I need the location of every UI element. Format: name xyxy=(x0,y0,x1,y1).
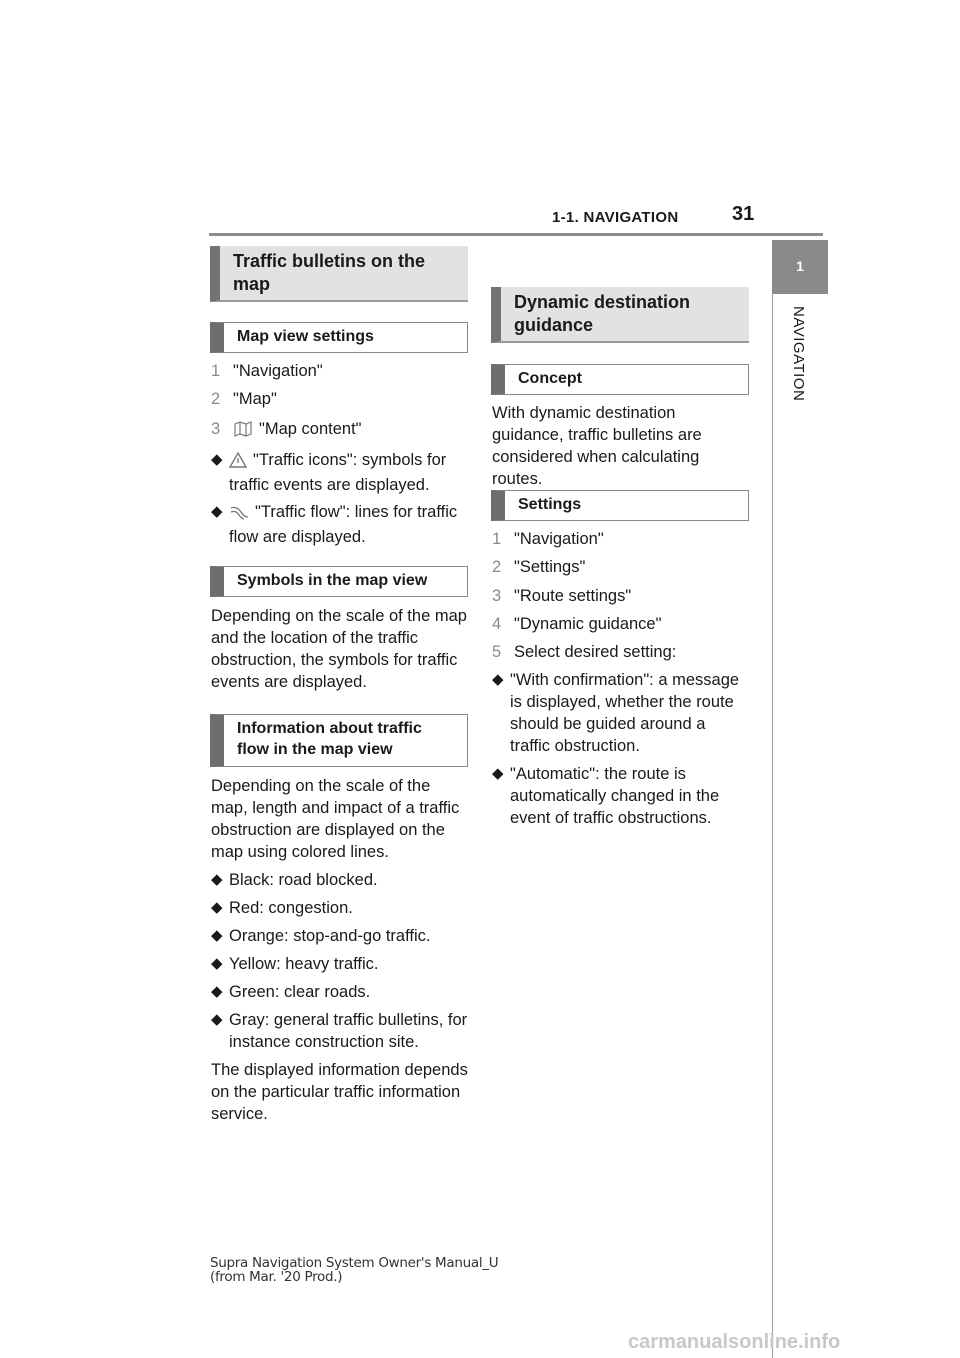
step-item: 2"Map" xyxy=(211,390,277,408)
paragraph-symbols: Depending on the scale of the map and th… xyxy=(211,607,467,691)
list-item: ◆ "Traffic icons": symbols for traffic e… xyxy=(211,451,447,494)
traffic-flow-icon xyxy=(229,504,249,526)
list-item: ◆"With confirmation": a message is displ… xyxy=(492,671,740,755)
list-item: ◆Yellow: heavy traffic. xyxy=(211,955,379,973)
section-heading-traffic-bulletins: Traffic bulletins on the map xyxy=(210,246,468,302)
subheading-map-view-settings: Map view settings xyxy=(210,322,468,353)
subheading-settings: Settings xyxy=(491,490,749,521)
subheading-symbols-map-view: Symbols in the map view xyxy=(210,566,468,597)
step-item: 3"Map content" xyxy=(211,418,362,443)
list-item: ◆Gray: general traffic bulletins, for in… xyxy=(211,1011,468,1051)
list-item: ◆"Automatic": the route is automatically… xyxy=(492,765,720,827)
list-item: ◆Orange: stop-and-go traffic. xyxy=(211,927,431,945)
list-item: ◆Green: clear roads. xyxy=(211,983,371,1001)
step-item: 4"Dynamic guidance" xyxy=(492,615,662,633)
step-item: 2"Settings" xyxy=(492,558,586,576)
chapter-tab xyxy=(772,240,828,294)
traffic-icons-icon xyxy=(228,451,248,474)
paragraph-traffic-flow: Depending on the scale of the map, lengt… xyxy=(211,777,460,861)
section-heading-dynamic-guidance: Dynamic destination guidance xyxy=(491,287,749,343)
step-item: 1"Navigation" xyxy=(492,530,604,548)
list-item: ◆Black: road blocked. xyxy=(211,871,378,889)
footer: Supra Navigation System Owner's Manual_U… xyxy=(210,1255,499,1285)
section-header: 1-1. NAVIGATION xyxy=(552,209,679,226)
header-rule xyxy=(209,233,823,236)
step-item: 1"Navigation" xyxy=(211,362,323,380)
watermark: carmanualsonline.info xyxy=(628,1331,841,1353)
paragraph-concept: With dynamic destination guidance, traff… xyxy=(492,404,702,488)
step-item: 3"Route settings" xyxy=(492,587,632,605)
list-item: ◆ "Traffic flow": lines for traffic flow… xyxy=(211,503,458,546)
footer-line: Supra Navigation System Owner's Manual_U xyxy=(210,1255,499,1271)
subheading-traffic-flow-info: Information about traffic flow in the ma… xyxy=(210,714,468,767)
paragraph-closing: The displayed information depends on the… xyxy=(211,1061,468,1123)
footer-line: (from Mar. '20 Prod.) xyxy=(210,1269,343,1285)
chapter-tab-number: 1 xyxy=(796,258,804,274)
page-number: 31 xyxy=(732,203,755,225)
chapter-tab-divider xyxy=(772,294,773,1358)
list-item: ◆Red: congestion. xyxy=(211,899,353,917)
map-content-icon xyxy=(233,421,253,443)
subheading-concept: Concept xyxy=(491,364,749,395)
chapter-tab-label: NAVIGATION xyxy=(790,306,807,402)
